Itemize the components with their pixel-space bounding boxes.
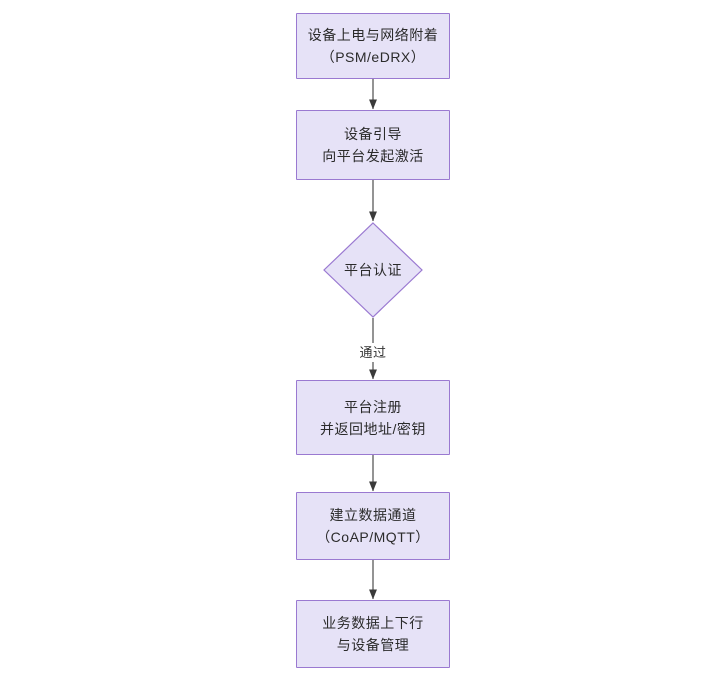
diamond-shape (323, 222, 423, 318)
node-platform-register[interactable]: 平台注册 并返回地址/密钥 (296, 380, 450, 455)
node-bootstrap-line2: 向平台发起激活 (322, 148, 424, 164)
edge-label-pass: 通过 (357, 343, 389, 362)
node-service-data-line2: 与设备管理 (336, 637, 410, 653)
node-data-channel[interactable]: 建立数据通道 （CoAP/MQTT） (296, 492, 450, 560)
node-platform-register-line1: 平台注册 (344, 398, 402, 415)
node-power-on[interactable]: 设备上电与网络附着 （PSM/eDRX） (296, 13, 450, 79)
node-data-channel-line1: 建立数据通道 (329, 507, 417, 523)
node-platform-auth-label: 平台认证 (344, 262, 402, 278)
node-service-data-line1: 业务数据上下行 (322, 615, 424, 631)
node-bootstrap-line1: 设备引导 (344, 126, 402, 142)
node-platform-register-line2: 并返回地址/密钥 (320, 420, 426, 437)
node-data-channel-line2: （CoAP/MQTT） (316, 529, 430, 545)
node-platform-auth[interactable]: 平台认证 (323, 222, 423, 318)
node-service-data[interactable]: 业务数据上下行 与设备管理 (296, 600, 450, 668)
node-power-on-line2: （PSM/eDRX） (320, 49, 426, 65)
node-power-on-line1: 设备上电与网络附着 (307, 27, 439, 43)
node-bootstrap[interactable]: 设备引导 向平台发起激活 (296, 110, 450, 180)
